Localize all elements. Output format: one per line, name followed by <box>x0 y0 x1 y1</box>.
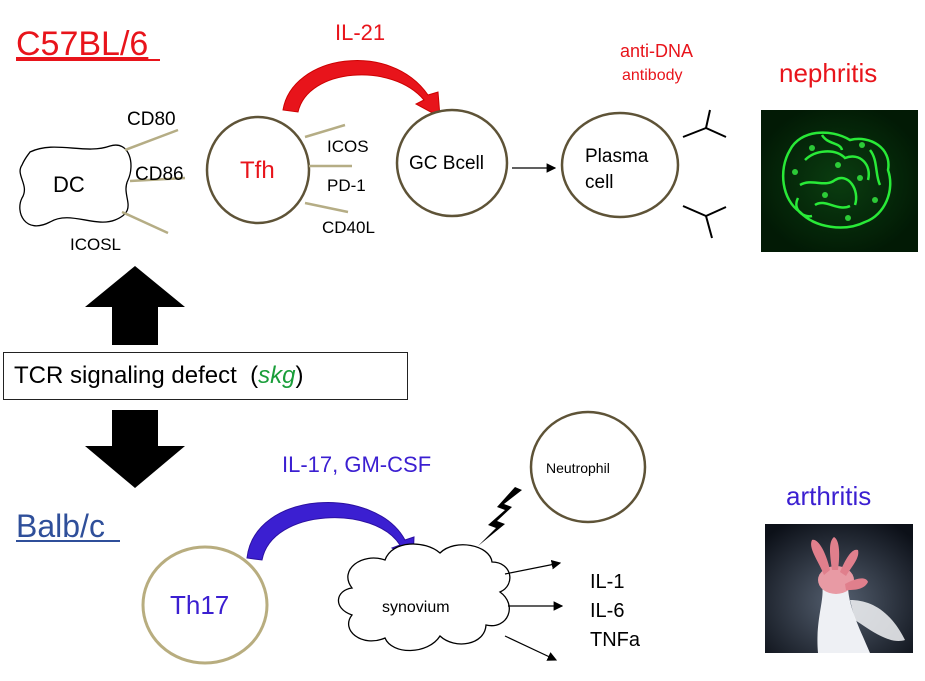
antibody-label-line1: anti-DNA <box>620 41 693 61</box>
dc-label: DC <box>53 172 85 197</box>
icosl-line <box>121 210 169 235</box>
icos-label: ICOS <box>327 137 369 156</box>
il1-label: IL-1 <box>590 571 624 593</box>
antibody-icon <box>682 205 727 239</box>
strain-c57bl6: C57BL/6 <box>16 25 148 63</box>
cd80-label: CD80 <box>127 109 176 130</box>
icos-line <box>304 123 346 139</box>
tnfa-label: TNFa <box>590 629 641 651</box>
arthritis-image <box>765 524 913 653</box>
gc-bcell-label: GC Bcell <box>409 153 484 174</box>
tcr-defect-close: ) <box>295 362 304 389</box>
cd40l-label: CD40L <box>322 218 375 237</box>
th17-label: Th17 <box>170 590 229 620</box>
cd86-label: CD86 <box>135 164 184 185</box>
block-arrow-up-icon <box>85 266 185 345</box>
skg-label: skg <box>258 362 296 389</box>
pd1-label: PD-1 <box>327 176 366 195</box>
neutrophil-label: Neutrophil <box>546 460 610 476</box>
antibody-icon <box>682 109 727 138</box>
il17-label: IL-17, GM-CSF <box>282 452 431 477</box>
strain-balbc: Balb/c <box>16 508 105 544</box>
synovium-cell <box>337 543 511 652</box>
gc-bcell <box>395 108 509 218</box>
il21-curved-arrow <box>282 60 441 118</box>
neutrophil-cell <box>529 410 647 524</box>
icosl-label: ICOSL <box>70 235 121 254</box>
cd80-line <box>124 128 179 152</box>
synovium-arrow-tnfa <box>504 635 558 661</box>
tfh-cell <box>205 115 311 225</box>
synovium-label: synovium <box>382 599 450 616</box>
dc-cell <box>19 144 132 227</box>
tfh-label: Tfh <box>240 157 275 184</box>
th17-cell <box>141 545 269 665</box>
tcr-signaling-defect-box: TCR signaling defect (skg) <box>3 352 408 400</box>
cd40l-line <box>304 201 349 214</box>
plasma-label-line1: Plasma <box>585 146 649 167</box>
plasma-label-line2: cell <box>585 172 614 193</box>
il6-label: IL-6 <box>590 600 624 622</box>
antibody-label-line2: antibody <box>622 67 683 84</box>
nephritis-label: nephritis <box>779 58 877 88</box>
lightning-bolt-icon <box>478 487 522 546</box>
block-arrow-down-icon <box>85 410 185 488</box>
nephritis-image <box>761 110 918 252</box>
cd86-line <box>129 176 186 183</box>
arthritis-label: arthritis <box>786 481 871 511</box>
il21-label: IL-21 <box>335 20 385 45</box>
plasma-cell <box>560 111 680 219</box>
tcr-defect-text: TCR signaling defect ( <box>14 362 259 389</box>
synovium-arrow-il1 <box>504 559 562 575</box>
